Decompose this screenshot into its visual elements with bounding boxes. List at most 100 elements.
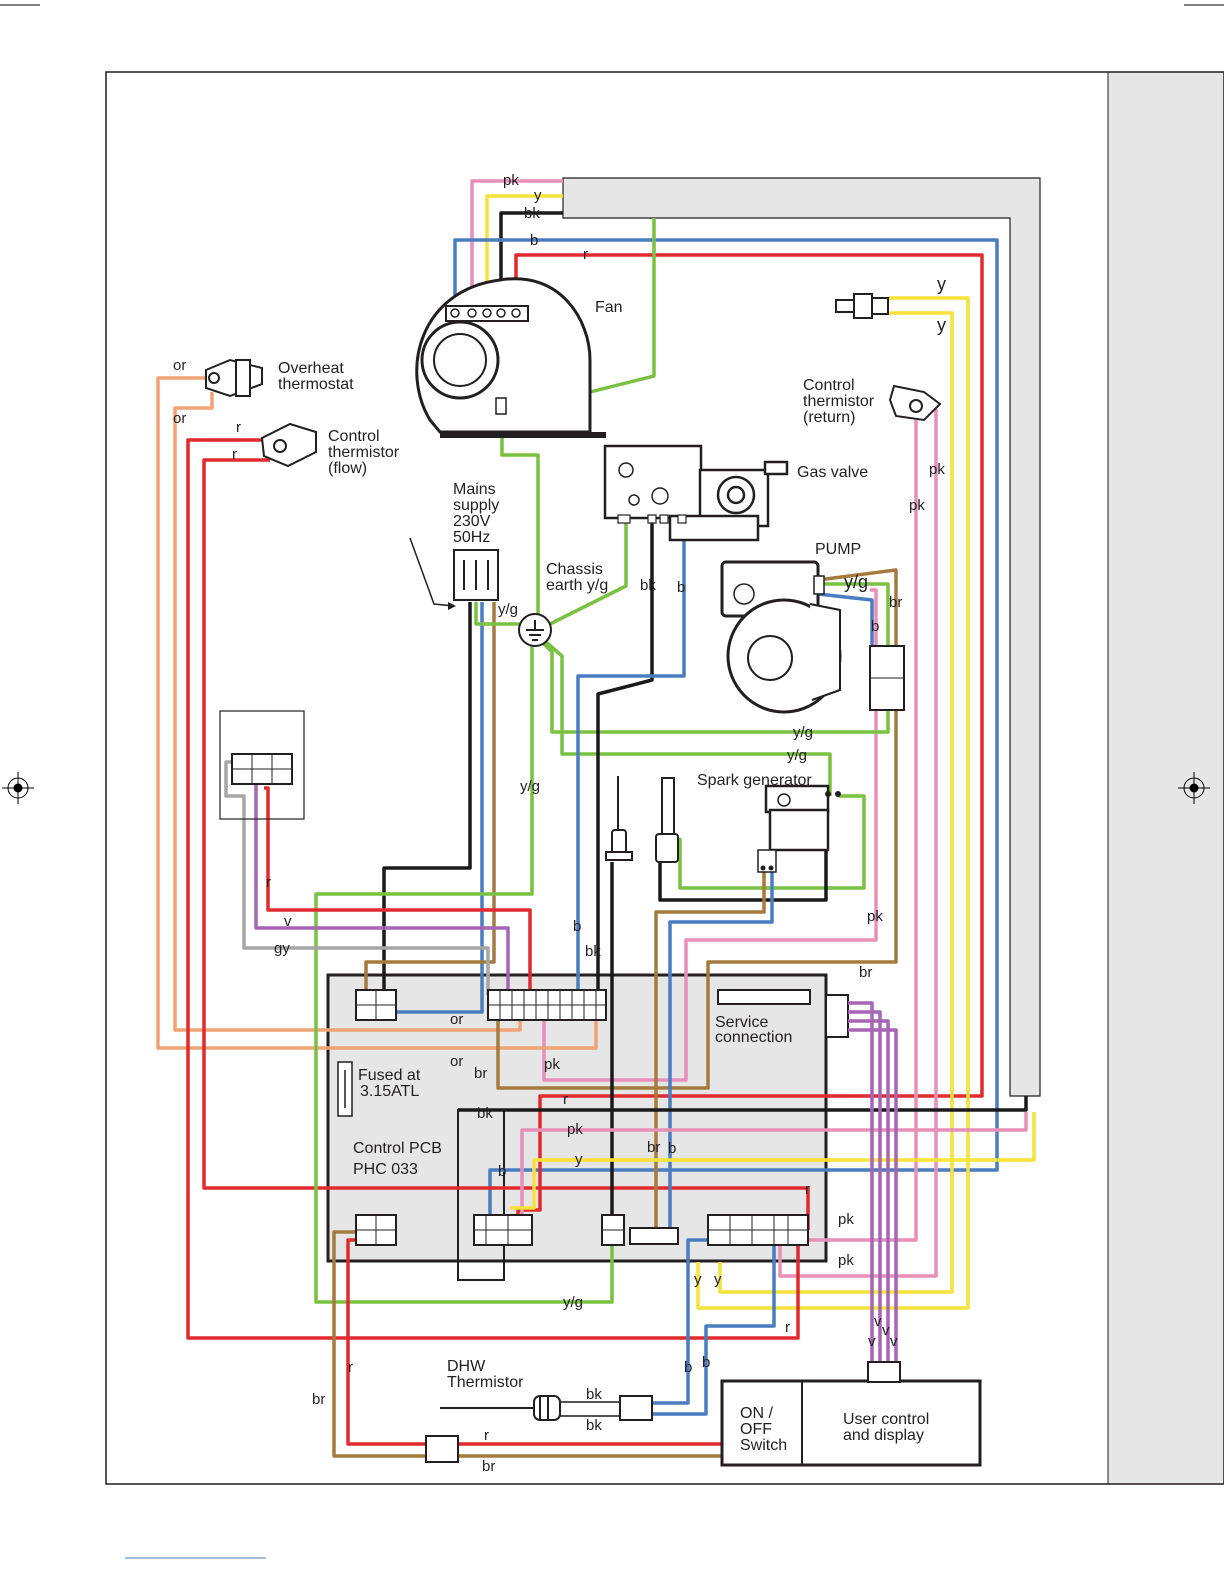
wire-br-pump	[496, 568, 898, 1090]
wire-label-pk: pk	[929, 461, 945, 478]
wire-label-b: b	[871, 618, 879, 635]
chassis-frame	[562, 177, 1041, 1097]
spark-generator-label: Spark generator	[697, 772, 812, 789]
wire-label-r: r	[805, 1181, 810, 1198]
wire-b-mains	[384, 602, 484, 1014]
earth-symbol-icon	[518, 613, 552, 647]
wire-label-y: y	[534, 187, 542, 204]
mains-arrow	[409, 537, 455, 607]
wire-v-user4	[848, 1028, 898, 1362]
flow-thermistor-icon	[260, 422, 317, 468]
wire-yg-earth-pcb	[314, 642, 614, 1304]
fuse-label-2: 3.15ATL	[360, 1083, 419, 1100]
wire-y-fan	[485, 194, 563, 312]
wire-label-y: y	[694, 1271, 702, 1288]
user-control-box	[720, 1379, 982, 1467]
wire-label-y: y	[575, 1151, 583, 1168]
wire-or-2	[173, 392, 522, 1032]
wire-label-pk: pk	[544, 1056, 560, 1073]
wire-b-pump	[817, 592, 874, 646]
crop-marks	[0, 4, 1224, 1559]
wire-y-return1	[696, 296, 970, 1310]
wire-label-v: v	[890, 1333, 898, 1350]
wire-label-pk: pk	[503, 172, 519, 189]
wire-label-pk: pk	[909, 497, 925, 514]
wire-label-br: br	[474, 1065, 487, 1082]
wire-or-1	[156, 376, 598, 1050]
wire-label-br: br	[482, 1458, 495, 1475]
wire-pk-fan	[470, 179, 563, 312]
mains-label-4: 50Hz	[453, 529, 490, 546]
wire-r-dhw	[346, 1238, 722, 1446]
pcb-label-2: PHC 033	[353, 1161, 418, 1178]
gas-valve-icon	[603, 444, 789, 542]
fan-label: Fan	[595, 299, 623, 316]
wire-r-terminal	[264, 786, 532, 995]
user-control-label-1: User control	[843, 1411, 929, 1428]
wire-y-return2	[718, 311, 954, 1294]
wire-label-bk: bk	[586, 1417, 602, 1434]
registration-mark-left	[2, 772, 34, 804]
flow-thermistor-label-1: Control	[328, 428, 380, 445]
wire-bk-internal	[458, 1096, 1028, 1112]
wire-label-yg: y/g	[563, 1294, 583, 1311]
overheat-thermostat-icon	[205, 358, 263, 398]
wire-label-y: y	[937, 315, 946, 335]
mains-label-1: Mains	[453, 481, 496, 498]
wire-label-b: b	[668, 1140, 676, 1157]
mains-plug-icon	[453, 549, 499, 601]
wire-label-r: r	[266, 874, 271, 891]
wire-v-user2	[848, 1010, 882, 1362]
wire-bk-mains	[382, 602, 472, 995]
wire-br-dhw	[332, 1230, 722, 1458]
wire-gy	[224, 760, 490, 995]
wire-label-bk: bk	[524, 205, 540, 222]
wire-v-user3	[848, 1019, 890, 1362]
dhw-label-2: Thermistor	[447, 1374, 524, 1391]
terminal-block-box	[219, 710, 305, 820]
wire-label-pk: pk	[838, 1252, 854, 1269]
wire-label-yg: y/g	[844, 572, 868, 592]
pump-icon	[720, 560, 842, 714]
control-pcb	[326, 973, 828, 1263]
chassis-earth-label-1: Chassis	[546, 561, 603, 578]
fan-icon	[415, 277, 606, 438]
wire-label-v: v	[284, 913, 292, 930]
mains-label-2: supply	[453, 497, 499, 514]
wire-label-r: r	[484, 1427, 489, 1444]
wire-label-v: v	[874, 1313, 882, 1330]
wire-yg-spark	[678, 794, 866, 890]
wire-bk-dhw2	[652, 1240, 776, 1416]
wire-label-pk: pk	[867, 908, 883, 925]
return-thermistor-label-2: thermistor	[803, 393, 875, 410]
switch-label-3: Switch	[740, 1437, 787, 1454]
return-thermistor-icon	[888, 384, 942, 422]
wire-label-v: v	[882, 1322, 890, 1339]
service-connection-label-1: Service	[715, 1014, 768, 1031]
user-control-label-2: and display	[843, 1427, 924, 1444]
wire-label-y: y	[937, 274, 946, 294]
wire-label-gy: gy	[274, 940, 290, 957]
wire-label-or: or	[450, 1011, 463, 1028]
electrodes-icon	[605, 776, 679, 863]
wire-label-r: r	[232, 446, 237, 463]
wire-label-yg: y/g	[793, 724, 813, 741]
wire-label-or: or	[173, 357, 186, 374]
dhw-label-1: DHW	[447, 1358, 486, 1375]
wire-r-flow2	[202, 458, 810, 1230]
return-thermistor-label-3: (return)	[803, 409, 855, 426]
service-connection-label-2: connection	[715, 1029, 792, 1046]
wire-label-r: r	[583, 246, 588, 263]
switch-label-1: ON /	[740, 1405, 773, 1422]
wire-yg-chassis-valve	[537, 522, 628, 632]
gas-valve-label: Gas valve	[797, 464, 868, 481]
wire-v-user1	[848, 1001, 874, 1362]
return-thermistor-label-1: Control	[803, 377, 855, 394]
wire-label-r: r	[563, 1091, 568, 1108]
wire-br-mains	[364, 602, 496, 995]
wire-label-b: b	[498, 1163, 506, 1180]
wire-label-bk: bk	[640, 577, 656, 594]
wire-label-b: b	[702, 1354, 710, 1371]
